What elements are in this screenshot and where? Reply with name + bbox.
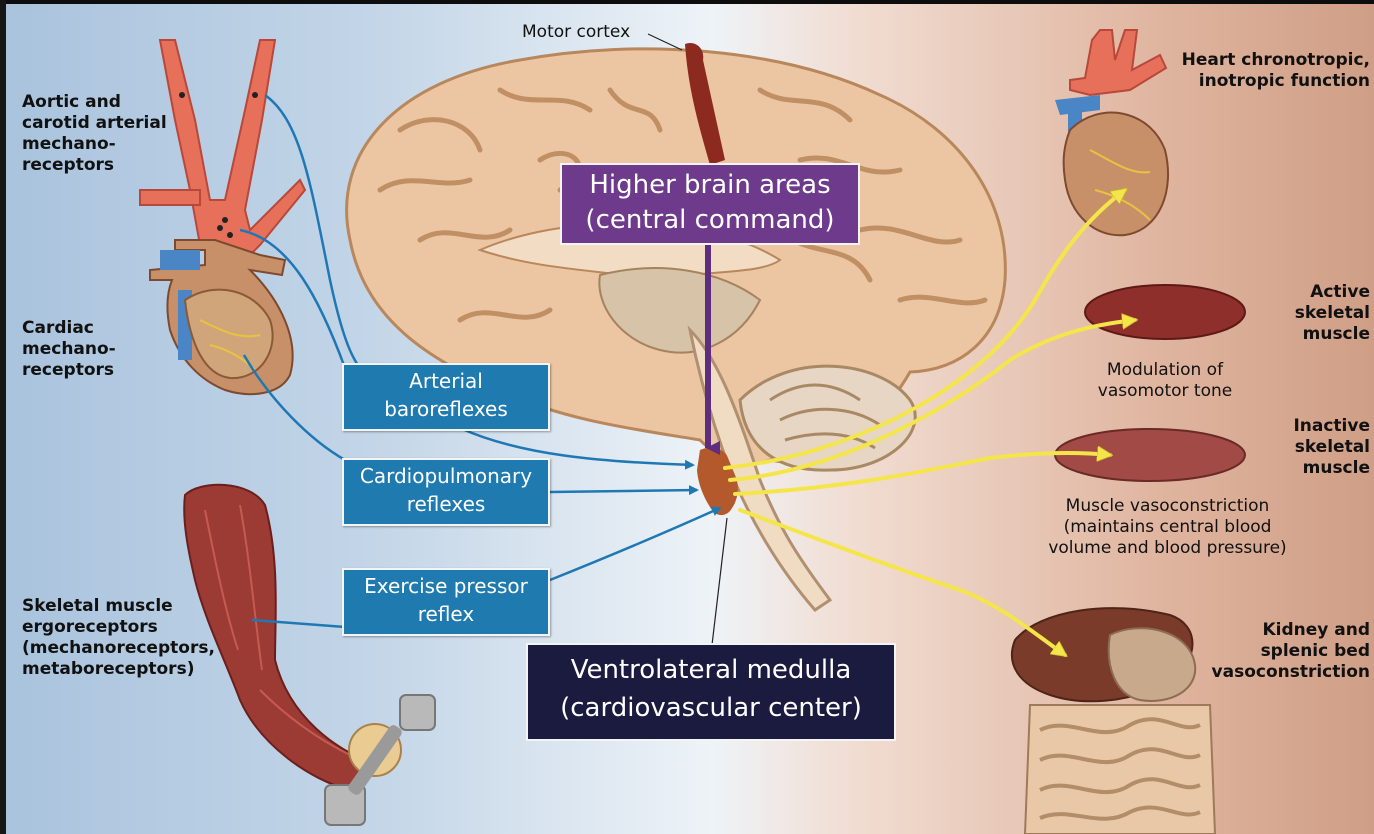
aortic-receptors-label: Aortic and carotid arterial mechano- rec… [22, 92, 167, 176]
arterial-baroreflexes-box: Arterial baroreflexes [342, 363, 550, 431]
medulla-leader [712, 518, 727, 645]
ventrolateral-medulla-box: Ventrolateral medulla (cardiovascular ce… [526, 643, 896, 741]
afferent-line [550, 490, 697, 492]
arm-dumbbell-icon [184, 485, 435, 825]
active-muscle-label: Active skeletal muscle [1295, 282, 1370, 345]
exercise-pressor-reflex-box: Exercise pressor reflex [342, 568, 550, 636]
kidney-label: Kidney and splenic bed vasoconstriction [1212, 620, 1370, 683]
afferent-line [550, 508, 720, 580]
modulation-label: Modulation of vasomotor tone [1085, 360, 1245, 402]
heart-icon [1055, 30, 1168, 235]
higher-brain-areas-box: Higher brain areas (central command) [560, 163, 860, 245]
heart-icon [150, 240, 293, 394]
motor-cortex-label: Motor cortex [522, 22, 630, 43]
skeletal-receptors-label: Skeletal muscle ergoreceptors (mechanore… [22, 596, 215, 680]
vasoconstriction-label: Muscle vasoconstriction (maintains centr… [1030, 496, 1305, 559]
cardiac-receptors-label: Cardiac mechano- receptors [22, 318, 116, 381]
liver-intestine-icon [1012, 608, 1215, 834]
inactive-muscle-label: Inactive skeletal muscle [1293, 416, 1370, 479]
heart-function-label: Heart chronotropic, inotropic function [1182, 50, 1370, 92]
muscle-icon [1085, 285, 1245, 339]
cardiopulmonary-reflexes-box: Cardiopulmonary reflexes [342, 458, 550, 526]
efferent-arrow-kidney [740, 510, 1065, 655]
